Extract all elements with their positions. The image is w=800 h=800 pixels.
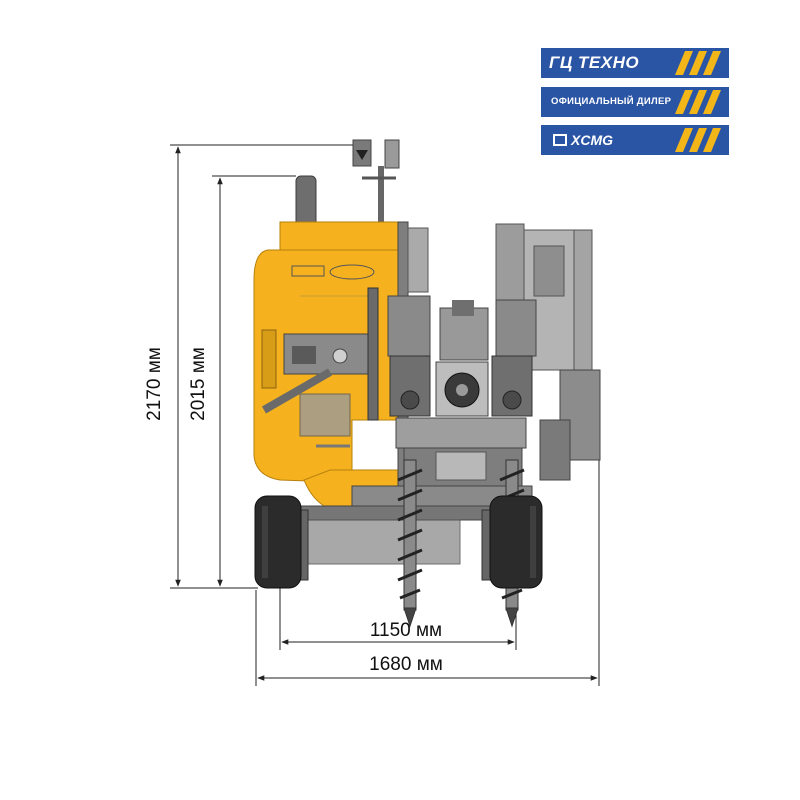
dimension-total-height (170, 144, 362, 589)
wheel-right (481, 495, 543, 589)
dimension-body-height (212, 175, 296, 587)
exhaust-pipe (295, 175, 317, 227)
stripes-icon (675, 128, 721, 152)
xcmg-badge: XCMG (541, 125, 729, 155)
yellow-engine-body (253, 221, 405, 514)
dealer-logo-badge: ГЦ ТЕХНО (541, 48, 729, 78)
auger-left (397, 459, 423, 628)
dealer-tagline: ОФИЦИАЛЬНЫЙ ДИЛЕР (551, 96, 672, 107)
dealer-name: ГЦ ТЕХНО (549, 53, 640, 72)
stripes-icon (675, 51, 721, 75)
xcmg-logo-icon (553, 134, 567, 146)
official-dealer-badge: ОФИЦИАЛЬНЫЙ ДИЛЕР (541, 87, 729, 117)
partner-name: XCMG (571, 132, 613, 148)
wheel-left (254, 495, 309, 589)
body-height-label: 2015 мм (188, 347, 209, 421)
total-height-label: 2170 мм (144, 347, 165, 421)
overall-width-label: 1680 мм (369, 654, 443, 675)
wheel-track-label: 1150 мм (370, 620, 442, 641)
stripes-icon (675, 90, 721, 114)
warning-light-mast (352, 139, 400, 222)
